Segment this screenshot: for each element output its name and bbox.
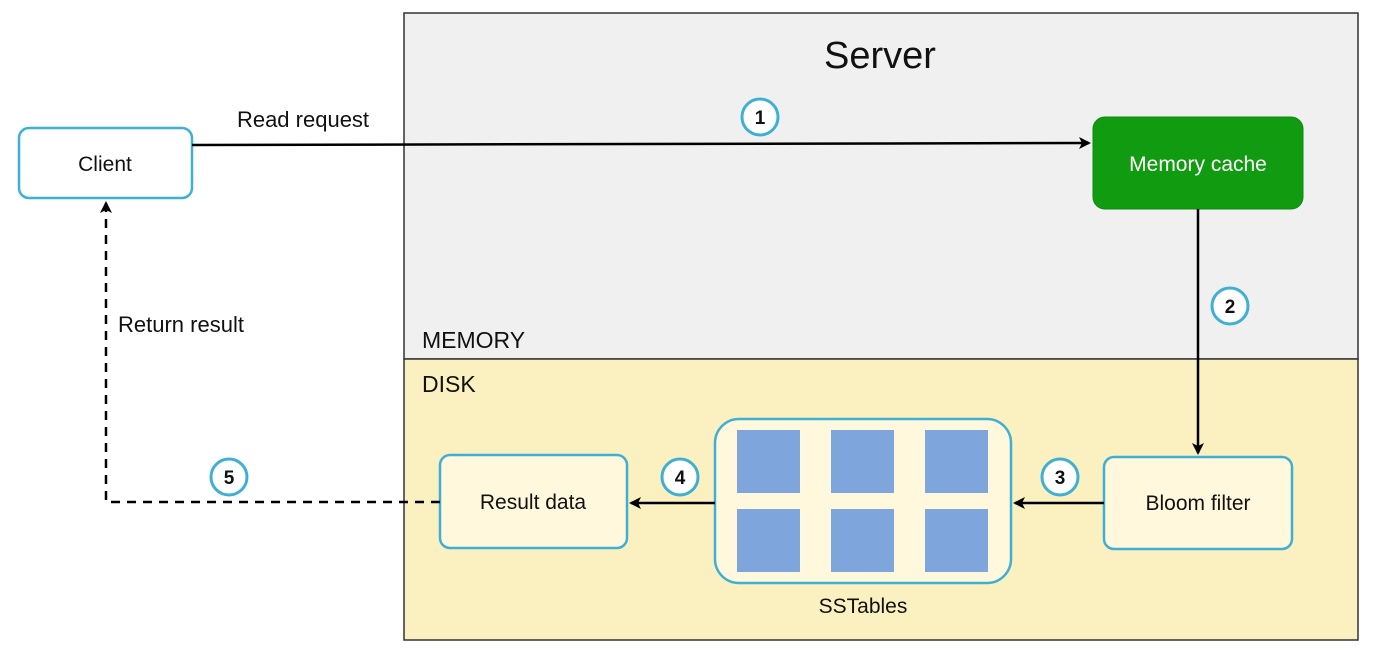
memory-cache-label: Memory cache	[1129, 153, 1267, 176]
result-data-label: Result data	[480, 491, 587, 514]
sstable-block	[925, 509, 988, 572]
svg-text:3: 3	[1055, 468, 1066, 489]
svg-text:2: 2	[1225, 297, 1236, 318]
step-badge-2: 2	[1210, 286, 1250, 326]
client-node	[17, 126, 194, 200]
server-title: Server	[824, 35, 936, 77]
svg-text:1: 1	[755, 108, 766, 129]
sstable-block	[737, 430, 800, 493]
sstable-block	[737, 509, 800, 572]
client-label: Client	[78, 153, 132, 176]
svg-text:4: 4	[675, 468, 686, 489]
sstable-block	[925, 430, 988, 493]
svg-text:5: 5	[224, 468, 235, 489]
sstable-block	[831, 509, 894, 572]
edge-read-request	[191, 137, 1091, 150]
return-result-label: Return result	[118, 312, 244, 337]
sstable-block	[831, 430, 894, 493]
bloom-filter-label: Bloom filter	[1145, 492, 1250, 515]
sstables-label: SSTables	[819, 595, 908, 618]
read-request-label: Read request	[237, 107, 369, 132]
step-badge-1: 1	[740, 97, 780, 137]
step-badge-3: 3	[1040, 457, 1080, 497]
step-badge-5: 5	[209, 457, 249, 497]
step-badge-4: 4	[660, 457, 700, 497]
edge-return-result	[100, 201, 440, 504]
memory-label: MEMORY	[422, 327, 525, 353]
disk-label: DISK	[422, 371, 476, 397]
